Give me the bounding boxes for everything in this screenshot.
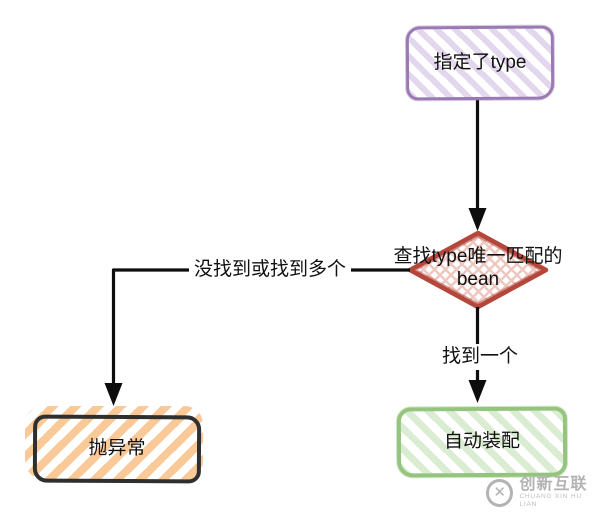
watermark-text: 创新互联 CHUANG XIN HU LIAN [519,476,600,509]
node-autowire: 自动装配 [396,406,568,478]
decision-diamond-find-bean [407,230,549,310]
arrow-lookup-to-autowire-head [468,380,487,403]
node-specified-type-label: 指定了type [433,51,527,73]
node-throw-exception: 抛异常 [32,414,202,484]
watermark-brand: 创新互联 [519,476,588,493]
node-throw-exception-label: 抛异常 [88,437,146,459]
node-find-bean-label: 查找type唯一匹配的 bean [378,245,578,291]
edge-label-found-one: 找到一个 [437,344,524,370]
arrow-type-to-lookup-head [468,208,487,231]
node-autowire-label: 自动装配 [443,430,521,452]
node-specified-type: 指定了type [405,25,555,101]
node-find-bean-label-line1: 查找type唯一匹配的 [393,246,563,267]
watermark-brand-sub: CHUANG XIN HU LIAN [519,493,582,508]
watermark: ✕ 创新互联 CHUANG XIN HU LIAN [486,476,600,509]
arrow-lookup-to-exception-head [104,383,123,406]
edge-label-not-found-or-multiple: 没找到或找到多个 [189,257,352,283]
watermark-logo-icon: ✕ [486,478,514,507]
node-find-bean-label-line2: bean [456,269,500,290]
arrow-lookup-to-exception-line [111,268,410,383]
